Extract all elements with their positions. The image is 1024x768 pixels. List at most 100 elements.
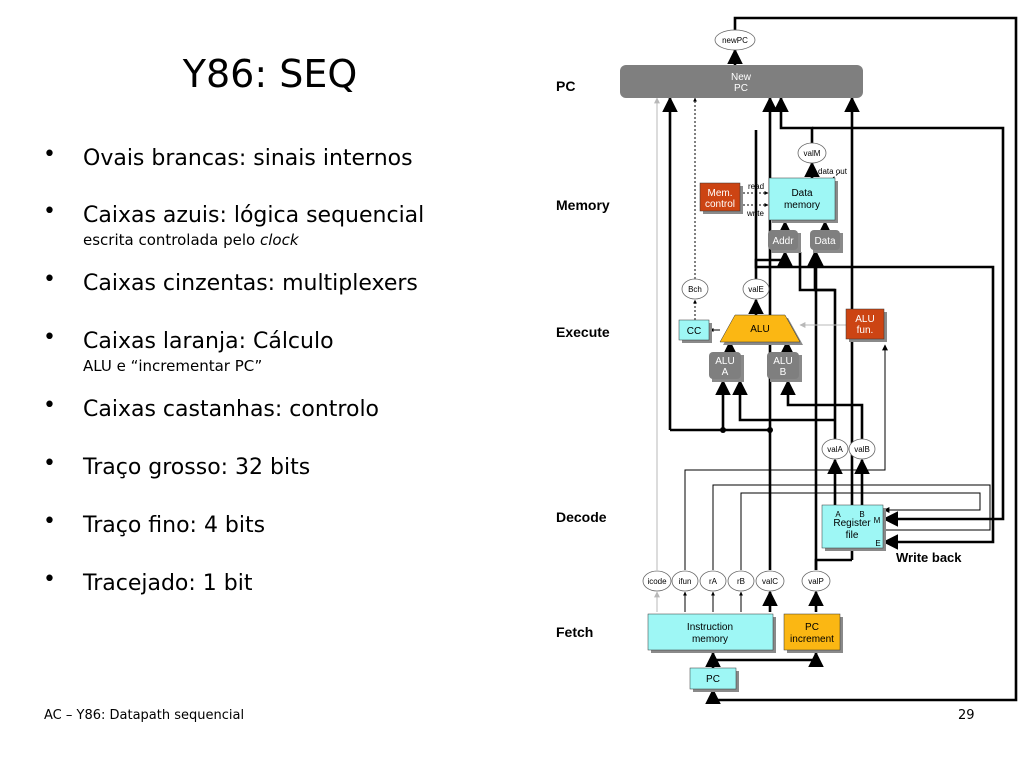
mem-control-label-1: Mem. (708, 188, 733, 199)
signal-bch: Bch (681, 278, 709, 300)
cc-label: CC (687, 326, 701, 337)
alu-box: ALU (719, 314, 803, 345)
signal-vale: valE (742, 278, 770, 300)
bullet-item: • Caixas castanhas: controlo (40, 393, 510, 427)
signal-newpc: newPC (714, 29, 756, 51)
regfile-label-1: Register (833, 518, 871, 529)
mem-control-label-2: control (705, 199, 735, 210)
wire-rb (740, 492, 981, 570)
data-mux-box: Data (810, 230, 843, 253)
bullet-dot: • (43, 325, 56, 350)
instruction-memory-label-2: memory (692, 634, 728, 645)
signal-icode-label: icode (647, 577, 667, 586)
signal-ovals: newPC valM Bch valE valA valB (642, 29, 876, 592)
data-memory-label-2: memory (784, 200, 820, 211)
pc-increment-box: PC increment (783, 613, 843, 653)
mem-control-box: Mem. control (699, 182, 743, 214)
bullet-text: Caixas laranja: Cálculo (83, 329, 334, 354)
bullet-subtext: escrita controlada pelo clock (83, 231, 510, 249)
regfile-port-e: E (875, 539, 880, 548)
wire-newpc-feedback (705, 16, 1018, 705)
signal-valb: valB (848, 438, 876, 460)
data-mux-label: Data (814, 236, 836, 247)
wire-data-out (832, 171, 841, 179)
stage-label-memory: Memory (556, 197, 610, 213)
junction-dot (767, 427, 773, 433)
wire-vala-up (807, 250, 837, 440)
bullet-item: • Caixas cinzentas: multiplexers (40, 267, 510, 301)
stage-label-fetch: Fetch (556, 624, 593, 640)
signal-valm: valM (797, 142, 827, 164)
page-number: 29 (958, 708, 975, 723)
bullet-text: Ovais brancas: sinais internos (83, 146, 413, 171)
read-label: read (748, 182, 764, 191)
wire-vale-writeback (754, 252, 995, 550)
signal-rb-label: rB (737, 577, 745, 586)
signal-ra: rA (699, 570, 727, 592)
data-out-label: data out (818, 167, 848, 176)
signal-newpc-label: newPC (722, 36, 748, 45)
bullet-item: • Traço grosso: 32 bits (40, 451, 510, 485)
bullet-item: • Tracejado: 1 bit (40, 567, 510, 601)
signal-vale-label: valE (748, 285, 764, 294)
stage-label-decode: Decode (556, 509, 607, 525)
signal-vala-label: valA (827, 445, 843, 454)
pc-register-box: PC (689, 667, 739, 692)
bullet-dot: • (43, 199, 56, 224)
signal-ra-label: rA (709, 577, 718, 586)
new-pc-box: New PC (620, 65, 863, 98)
bullet-dot: • (43, 509, 56, 534)
slide-footer: AC – Y86: Datapath sequencial (44, 708, 245, 723)
bullet-text: Traço fino: 4 bits (83, 513, 266, 538)
wire-ra (712, 484, 991, 570)
alu-a-label-2: A (722, 367, 729, 378)
signal-icode: icode (642, 570, 672, 592)
signal-valp-label: valP (808, 577, 824, 586)
bullet-dot: • (43, 267, 56, 292)
pc-increment-label-2: increment (790, 634, 834, 645)
bullet-dot: • (43, 393, 56, 418)
regfile-port-a: A (835, 510, 841, 519)
alu-label: ALU (750, 324, 769, 335)
alu-fun-label-2: fun. (857, 325, 874, 336)
signal-bch-label: Bch (688, 285, 702, 294)
bullet-item: • Ovais brancas: sinais internos (40, 142, 510, 176)
bullet-item: • Caixas azuis: lógica sequencial escrit… (40, 199, 510, 249)
pc-increment-label-1: PC (805, 622, 819, 633)
bullet-list: • Ovais brancas: sinais internos • Caixa… (40, 142, 510, 601)
signal-valc: valC (755, 570, 785, 592)
data-memory-label-1: Data (791, 188, 813, 199)
wire-valb-alub (780, 379, 864, 440)
slide-title: Y86: SEQ (182, 52, 358, 96)
bullet-subtext: ALU e “incrementar PC” (83, 357, 263, 375)
register-file-box: A B M E Register file (821, 504, 886, 551)
bullet-text: Caixas castanhas: controlo (83, 397, 380, 422)
pc-register-label: PC (706, 674, 720, 685)
signal-valm-label: valM (804, 149, 821, 158)
addr-mux-label: Addr (772, 236, 794, 247)
signal-valp: valP (801, 570, 831, 592)
bullet-dot: • (43, 567, 56, 592)
bullet-text: Caixas azuis: lógica sequencial (83, 203, 425, 228)
alu-fun-label-1: ALU (855, 314, 874, 325)
stage-label-execute: Execute (556, 324, 610, 340)
new-pc-label-2: PC (734, 83, 748, 94)
addr-mux-box: Addr (768, 230, 801, 253)
signal-valc-label: valC (762, 577, 778, 586)
alu-b-label-2: B (780, 367, 787, 378)
wire-valp-up (814, 558, 852, 570)
write-back-label: Write back (896, 550, 962, 565)
alu-b-mux-box: ALU B (767, 352, 802, 382)
wire-vala-newpc-left (798, 252, 835, 292)
new-pc-label-1: New (731, 72, 752, 83)
bullet-text: Caixas cinzentas: multiplexers (83, 271, 418, 296)
instruction-memory-label-1: Instruction (687, 622, 733, 633)
regfile-port-b: B (859, 510, 864, 519)
signal-valb-label: valB (854, 445, 870, 454)
wire-vale-addr (754, 250, 793, 279)
alu-fun-box: ALU fun. (845, 308, 887, 342)
wire-valm-writeback (812, 126, 1005, 527)
junction-dot (720, 427, 726, 433)
